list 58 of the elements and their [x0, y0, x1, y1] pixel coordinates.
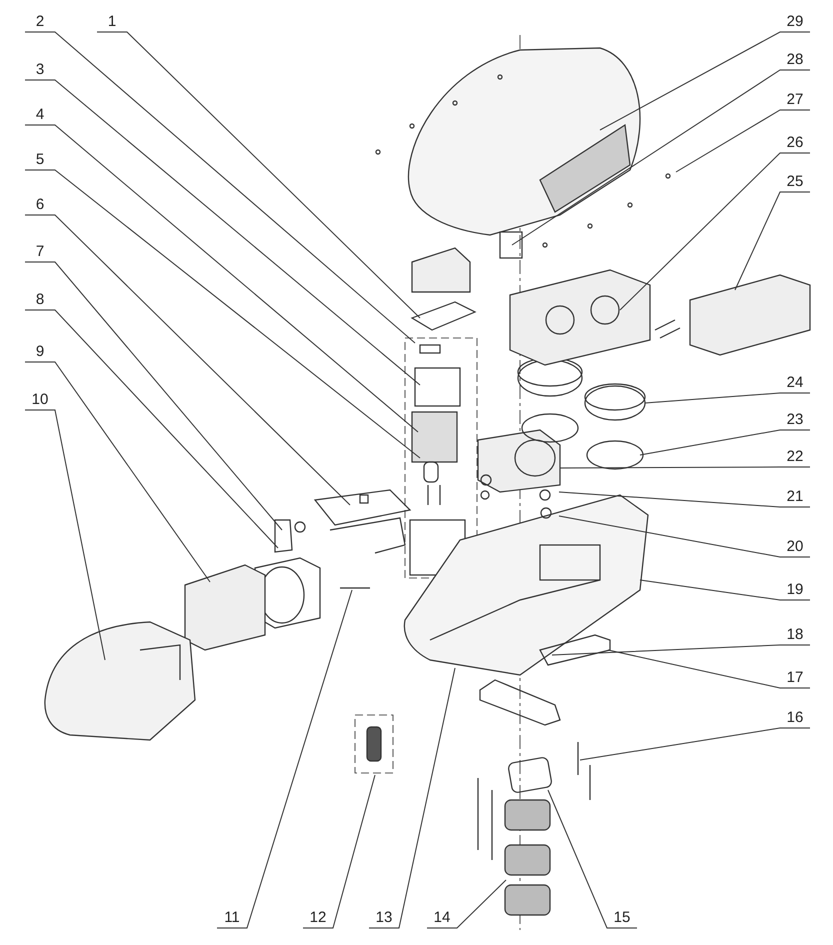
callout-number: 24 — [780, 374, 810, 392]
leader-line — [24, 124, 418, 432]
callout-number: 3 — [25, 61, 55, 79]
leader-line — [216, 590, 352, 928]
leader-line — [24, 80, 420, 386]
callout-number: 26 — [780, 134, 810, 152]
leader-line — [24, 310, 278, 548]
leader-line — [600, 32, 810, 130]
leader-line — [24, 410, 106, 660]
callout-number: 1 — [97, 13, 127, 31]
callout-number: 21 — [780, 488, 810, 506]
callout-number: 25 — [780, 173, 810, 191]
leader-line — [608, 650, 810, 688]
callout-number: 4 — [25, 106, 55, 124]
leader-line — [24, 32, 416, 344]
callout-number: 9 — [25, 343, 55, 361]
callout-number: 8 — [25, 291, 55, 309]
leader-line — [368, 668, 456, 928]
callout-number: 2 — [25, 13, 55, 31]
leader-line — [512, 70, 810, 246]
callout-number: 5 — [25, 151, 55, 169]
leader-line — [640, 580, 810, 600]
leader-line — [644, 392, 810, 404]
leader-line — [24, 362, 210, 582]
leader-line — [552, 644, 810, 656]
leader-line — [548, 790, 638, 928]
leader-line — [676, 110, 810, 172]
callout-number: 10 — [25, 391, 55, 409]
callout-number: 19 — [780, 581, 810, 599]
callout-number: 28 — [780, 51, 810, 69]
leader-line — [580, 728, 810, 760]
leader-line — [24, 262, 282, 530]
callout-number: 15 — [607, 909, 637, 927]
leader-line — [620, 152, 810, 310]
callout-number: 14 — [427, 909, 457, 927]
callout-number: 17 — [780, 669, 810, 687]
callout-number: 11 — [217, 909, 247, 927]
leader-line — [640, 430, 810, 456]
callout-number: 27 — [780, 91, 810, 109]
callout-number: 7 — [25, 243, 55, 261]
callout-number: 18 — [780, 626, 810, 644]
callout-number: 13 — [369, 909, 399, 927]
callout-number: 16 — [780, 709, 810, 727]
leader-line — [426, 880, 506, 928]
leader-line — [96, 32, 420, 318]
leader-line — [560, 466, 810, 468]
callout-number: 6 — [25, 196, 55, 214]
leader-line — [558, 516, 810, 558]
leader-line — [302, 774, 376, 928]
callout-number: 20 — [780, 538, 810, 556]
leader-line — [24, 214, 350, 506]
callout-number: 22 — [780, 448, 810, 466]
callout-number: 23 — [780, 411, 810, 429]
callout-number: 29 — [780, 13, 810, 31]
leader-line — [558, 492, 810, 508]
leader-line — [734, 192, 810, 290]
leader-line — [24, 170, 420, 458]
callout-number: 12 — [303, 909, 333, 927]
